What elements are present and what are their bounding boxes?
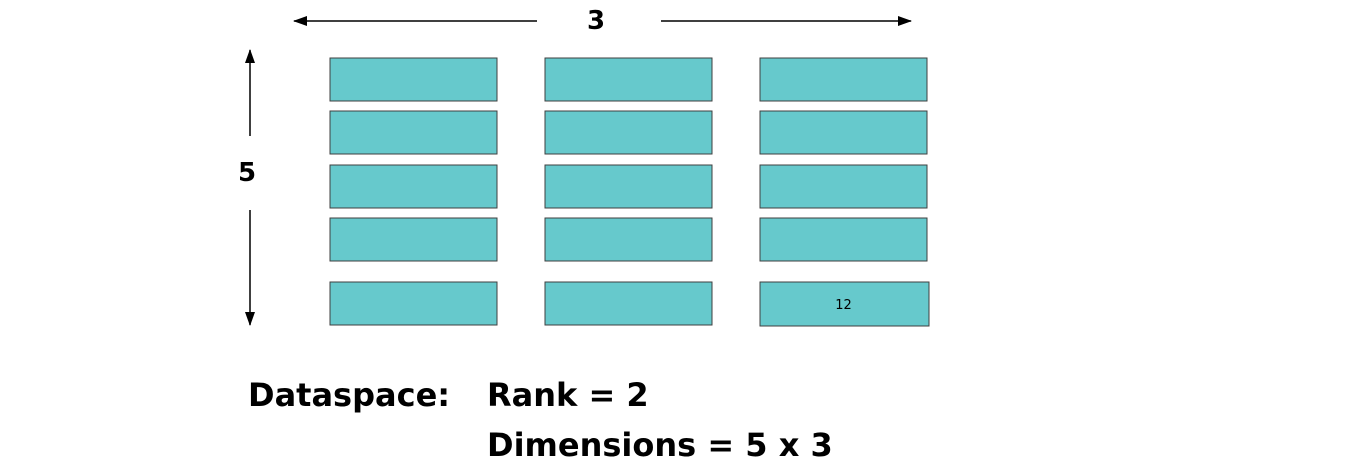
- grid-cell-r5-c2: [544, 281, 713, 326]
- grid-cell-r3-c3: [759, 164, 928, 209]
- rank-label: Rank = 2: [487, 376, 649, 414]
- dataspace-label: Dataspace:: [248, 376, 451, 414]
- cell-index-label: 12: [835, 298, 852, 313]
- grid-cell-r4-c2: [544, 217, 713, 262]
- grid-cell-r2-c2: [544, 110, 713, 155]
- grid-cell-r1-c1: [329, 57, 498, 102]
- grid-cell-r3-c2: [544, 164, 713, 209]
- column-count-label: 3: [587, 6, 606, 36]
- grid-cell-r1-c2: [544, 57, 713, 102]
- grid-cell-r5-c3: [759, 281, 930, 327]
- grid-cell-r2-c1: [329, 110, 498, 155]
- grid-cell-r2-c3: [759, 110, 928, 155]
- grid-cell-r4-c1: [329, 217, 498, 262]
- grid-cells: 12: [329, 57, 930, 327]
- dimensions-label: Dimensions = 5 x 3: [487, 426, 833, 464]
- grid-cell-r1-c3: [759, 57, 928, 102]
- grid-cell-r4-c3: [759, 217, 928, 262]
- grid-cell-r3-c1: [329, 164, 498, 209]
- grid-cell-r5-c1: [329, 281, 498, 326]
- row-count-label: 5: [238, 158, 257, 188]
